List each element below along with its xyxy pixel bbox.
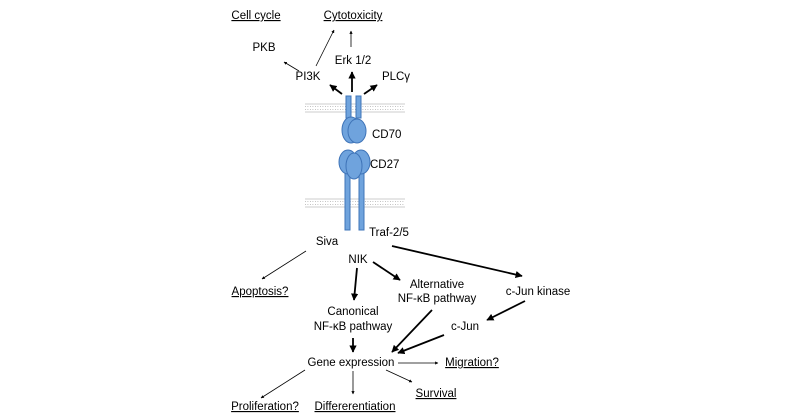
- label-cjun-kinase: c-Jun kinase: [506, 286, 571, 298]
- arrow-to-survival: [385, 369, 413, 383]
- label-alternative-line2: NF-κB pathway: [398, 293, 477, 305]
- label-plcg: PLCγ: [382, 71, 410, 83]
- arrow-pi3k-to-pkb: [283, 61, 300, 72]
- label-cjun: c-Jun: [451, 321, 479, 333]
- upper-membrane: [305, 103, 405, 113]
- lower-membrane: [305, 198, 405, 208]
- arrow-to-proliferation: [260, 369, 306, 399]
- cd70-protein: [341, 95, 367, 144]
- arrow-cjun-kinase-to-cjun: [486, 300, 526, 321]
- arrow-siva-to-apoptosis: [261, 250, 307, 280]
- label-erk: Erk 1/2: [335, 55, 371, 67]
- arrow-to-pi3k: [329, 84, 343, 95]
- label-traf: Traf-2/5: [369, 227, 409, 239]
- label-migration: Migration?: [445, 357, 499, 369]
- label-cd70: CD70: [372, 129, 401, 141]
- label-survival: Survival: [416, 388, 457, 400]
- label-gene-expression: Gene expression: [308, 357, 395, 369]
- cd27-protein: [338, 149, 371, 231]
- label-nik: NIK: [348, 254, 368, 266]
- label-cell-cycle: Cell cycle: [231, 10, 280, 22]
- label-pi3k: PI3K: [296, 71, 321, 83]
- label-canonical-line2: NF-κB pathway: [314, 321, 393, 333]
- label-cd27: CD27: [370, 159, 399, 171]
- label-apoptosis: Apoptosis?: [232, 286, 289, 298]
- arrow-traf-to-cjun-kinase: [391, 245, 523, 279]
- arrow-nik-to-alternative: [372, 261, 401, 281]
- label-alternative-line1: Alternative: [410, 279, 464, 291]
- label-siva: Siva: [316, 236, 339, 248]
- arrow-nik-to-canonical: [351, 267, 359, 301]
- arrow-cjun-to-gene-expression: [397, 334, 445, 354]
- label-canonical-line1: Canonical: [327, 306, 378, 318]
- label-cytotoxicity: Cytotoxicity: [324, 10, 383, 22]
- arrow-alternative-to-gene-expression: [391, 309, 433, 353]
- arrow-pi3k-to-cytotoxicity: [315, 29, 335, 67]
- arrow-to-plcg: [363, 84, 378, 95]
- label-pkb: PKB: [252, 42, 275, 54]
- label-differentiation: Differerentiation: [315, 401, 396, 413]
- label-proliferation: Proliferation?: [231, 401, 299, 413]
